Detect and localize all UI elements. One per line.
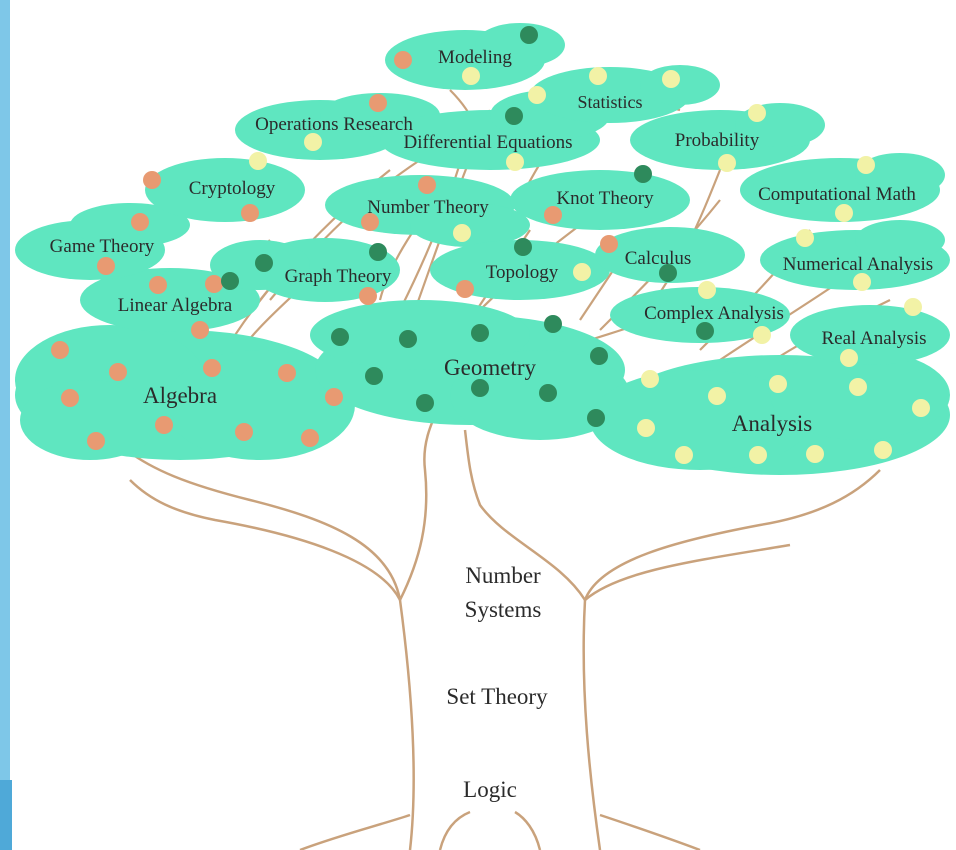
left-accent-bar bbox=[0, 0, 12, 850]
label-differential-equations: Differential Equations bbox=[403, 132, 572, 153]
foliage bbox=[15, 23, 950, 475]
label-numerical-analysis: Numerical Analysis bbox=[783, 254, 933, 275]
fruits-algebra bbox=[51, 51, 618, 450]
label-game-theory: Game Theory bbox=[50, 236, 155, 257]
label-analysis: Analysis bbox=[732, 411, 813, 436]
label-linear-algebra: Linear Algebra bbox=[118, 295, 233, 316]
label-geometry: Geometry bbox=[444, 355, 536, 380]
label-number-systems-line1: Number bbox=[465, 563, 541, 588]
fruits-geometry bbox=[221, 26, 714, 427]
label-graph-theory: Graph Theory bbox=[285, 266, 392, 287]
label-real-analysis: Real Analysis bbox=[821, 328, 926, 349]
trunk bbox=[119, 404, 881, 850]
label-computational-math: Computational Math bbox=[758, 184, 916, 205]
label-algebra: Algebra bbox=[143, 383, 217, 408]
label-modeling: Modeling bbox=[438, 47, 512, 68]
label-statistics: Statistics bbox=[577, 92, 642, 112]
label-cryptology: Cryptology bbox=[189, 178, 276, 199]
trunk-labels: Number Systems Set Theory Logic bbox=[446, 563, 548, 802]
label-probability: Probability bbox=[675, 130, 760, 151]
label-operations-research: Operations Research bbox=[255, 114, 413, 135]
label-topology: Topology bbox=[486, 262, 559, 283]
label-set-theory: Set Theory bbox=[446, 684, 548, 709]
label-number-systems-line2: Systems bbox=[465, 597, 542, 622]
label-knot-theory: Knot Theory bbox=[556, 188, 654, 209]
label-complex-analysis: Complex Analysis bbox=[644, 303, 784, 324]
branch-labels: Modeling Statistics Operations Research … bbox=[50, 47, 934, 349]
root-labels: Algebra Geometry Analysis bbox=[143, 355, 812, 436]
fruits-analysis bbox=[249, 67, 930, 464]
label-number-theory: Number Theory bbox=[367, 197, 489, 218]
label-calculus: Calculus bbox=[625, 248, 692, 269]
label-logic: Logic bbox=[463, 777, 517, 802]
